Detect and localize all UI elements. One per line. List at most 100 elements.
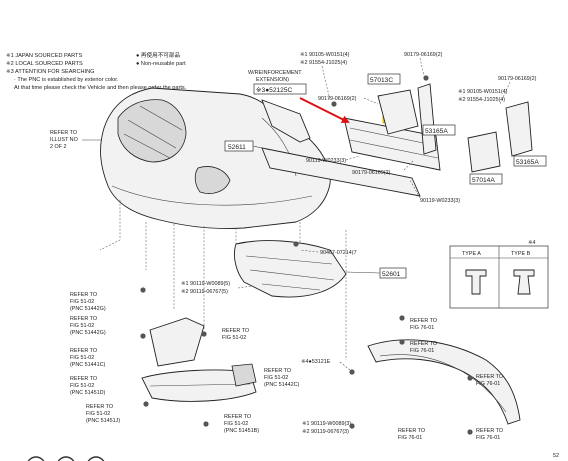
svg-text:REFER TO: REFER TO	[476, 374, 503, 380]
legend-line-3: ※3 ATTENTION FOR SEARCHING	[6, 68, 95, 75]
bolt-callouts: ※1 90105-W0151(4) ※2 91554-J1025(4) 9017…	[300, 52, 537, 204]
svg-text:FIG 76-01: FIG 76-01	[476, 435, 500, 441]
bolt-90179-06169-top: 90179-06169(2)	[404, 52, 443, 58]
svg-text:FIG 51-02: FIG 51-02	[70, 323, 94, 329]
bolt-90179-06169-mid: 90179-06169(2)	[318, 96, 357, 102]
svg-text:REFER TO: REFER TO	[86, 404, 113, 410]
svg-text:FIG 51-02: FIG 51-02	[224, 421, 248, 427]
svg-text:FIG 51-02: FIG 51-02	[264, 375, 288, 381]
svg-text:(PNC 51442G): (PNC 51442G)	[70, 306, 106, 312]
refer-callout-7: REFER TO FIG 51-02 (PNC 51442C)	[264, 368, 300, 388]
svg-text:FIG 51-02: FIG 51-02	[70, 355, 94, 361]
clip-type-b-icon	[513, 269, 535, 295]
part-52611: 52611	[228, 144, 246, 151]
type-b-label: TYPE B	[511, 251, 531, 257]
clip-fastener	[140, 333, 146, 339]
bolt-90179-06169-right: 90179-06169(2)	[498, 76, 537, 82]
svg-text:(PNC 51442G): (PNC 51442G)	[70, 330, 106, 336]
refer-callout-13: REFER TO FIG 76-01	[476, 428, 503, 441]
splash-shield-left	[141, 317, 257, 402]
svg-text:FIG 76-01: FIG 76-01	[410, 325, 434, 331]
svg-text:REFER TO: REFER TO	[410, 318, 437, 324]
refer-callout-5: REFER TO FIG 51-02 (PNC 51451J)	[86, 404, 120, 424]
svg-text:REFER TO: REFER TO	[70, 376, 97, 382]
svg-text:REFER TO: REFER TO	[70, 292, 97, 298]
part-53165a-right: 53165A	[516, 159, 539, 166]
type-a-label: TYPE A	[462, 251, 481, 257]
bolt-91554-j1025-right: ※2 91554-J1025(4)	[458, 97, 505, 103]
reinforcement-shape	[343, 117, 441, 171]
clip-fastener	[423, 75, 429, 81]
svg-text:FIG 51-02: FIG 51-02	[70, 383, 94, 389]
refer-callout-9: REFER TO FIG 76-01	[410, 318, 437, 331]
grille-opening	[117, 99, 187, 163]
energy-absorber: 52611	[224, 140, 421, 197]
type-note: ※4	[528, 240, 536, 246]
bracket-57014a-shape	[467, 131, 501, 173]
clip-fastener	[293, 241, 299, 247]
refer-callout-3: REFER TO FIG 51-02 (PNC 51441C)	[70, 348, 106, 368]
absorber-shape	[261, 147, 421, 197]
under-cover: 90467-07214(7 52601 ※1 90119-W0089(5) ※2…	[181, 240, 407, 298]
part-57014a: 57014A	[472, 177, 495, 184]
clip-fastener	[467, 429, 473, 435]
svg-text:REFER TO: REFER TO	[50, 130, 77, 136]
side-brackets: 57013C 53165A 57014A 53165A	[367, 73, 547, 185]
bumper-lower-edge	[111, 185, 313, 206]
bolt-90119-06767-a: ※2 90119-06767(5)	[181, 289, 228, 295]
grille-mesh	[123, 105, 183, 159]
bolt-90105-w0151-right: ※1 90105-W0151(4)	[458, 89, 508, 95]
legend-bullet-1: ● 再使用不可部品	[136, 51, 180, 59]
bolt-90467-07214: 90467-07214(7	[320, 250, 357, 256]
clip-type-box: ※4 TYPE A TYPE B	[449, 240, 549, 309]
clip-fastener	[203, 421, 209, 427]
refer-callout-4: REFER TO FIG 51-02 (PNC 51451D)	[70, 376, 106, 396]
bracket-vertical-shape	[417, 83, 437, 155]
bolt-90119-w0089-b: ※1 90119-W0089(3)	[302, 421, 351, 427]
svg-text:ILLUST NO: ILLUST NO	[50, 137, 78, 143]
svg-text:EXTENSION): EXTENSION)	[256, 77, 289, 83]
clip-fastener	[399, 315, 405, 321]
splash-shield-left-shape	[149, 317, 205, 367]
legend-line-2: ※2 LOCAL SOURCED PARTS	[6, 60, 83, 67]
refer-callout-1: REFER TO FIG 51-02 (PNC 51442G)	[70, 292, 106, 312]
legend-line-1: ※1 JAPAN SOURCED PARTS	[6, 52, 82, 59]
refer-callout-6: REFER TO FIG 51-02	[222, 328, 249, 341]
bracket-right-shape	[505, 101, 533, 157]
svg-text:REFER TO: REFER TO	[410, 341, 437, 347]
clip-fastener	[143, 401, 149, 407]
page-code: 52	[553, 453, 559, 459]
installation-lines	[99, 200, 347, 360]
svg-text:FIG 51-02: FIG 51-02	[86, 411, 110, 417]
lower-callouts: ※4●53121E ※1 90119-W0089(3) ※2 90119-067…	[301, 359, 351, 435]
clip-fastener	[201, 331, 207, 337]
svg-text:FIG 51-02: FIG 51-02	[222, 335, 246, 341]
refer-callout-11: REFER TO FIG 76-01	[476, 374, 503, 387]
clip-fastener	[349, 423, 355, 429]
bolt-90119-06767-b: ※2 90119-06767(3)	[302, 429, 349, 435]
svg-text:REFER TO: REFER TO	[222, 328, 249, 334]
clip-fastener	[331, 101, 337, 107]
svg-text:REFER TO: REFER TO	[398, 428, 425, 434]
clip-bracket	[231, 363, 257, 387]
svg-text:(PNC 51451D): (PNC 51451D)	[70, 390, 106, 396]
part-52125c: ※3●52125C	[256, 87, 293, 94]
svg-text:W/REINFORCEMENT: W/REINFORCEMENT	[248, 70, 302, 76]
svg-text:2 OF 2: 2 OF 2	[50, 144, 66, 150]
svg-text:(PNC 51451B): (PNC 51451B)	[224, 428, 259, 434]
clip-fastener	[467, 375, 473, 381]
bolt-91554-j1025: ※2 91554-J1025(4)	[300, 60, 347, 66]
svg-text:(PNC 51451J): (PNC 51451J)	[86, 418, 120, 424]
svg-text:FIG 76-01: FIG 76-01	[410, 348, 434, 354]
svg-text:REFER TO: REFER TO	[70, 348, 97, 354]
legend-bullet-2: ● Non-reusable part	[136, 61, 186, 67]
clip-fastener	[399, 339, 405, 345]
clip-fastener	[349, 369, 355, 375]
svg-text:(PNC 51442C): (PNC 51442C)	[264, 382, 300, 388]
bolt-90105-w0151: ※1 90105-W0151(4)	[300, 52, 350, 58]
bolt-90179-06169-low: 90179-06169(2)	[352, 170, 391, 176]
bottom-partial-icons	[27, 456, 105, 461]
reinforcement-extension: W/REINFORCEMENT EXTENSION) ※3●52125C	[248, 70, 311, 143]
svg-text:FIG 76-01: FIG 76-01	[398, 435, 422, 441]
